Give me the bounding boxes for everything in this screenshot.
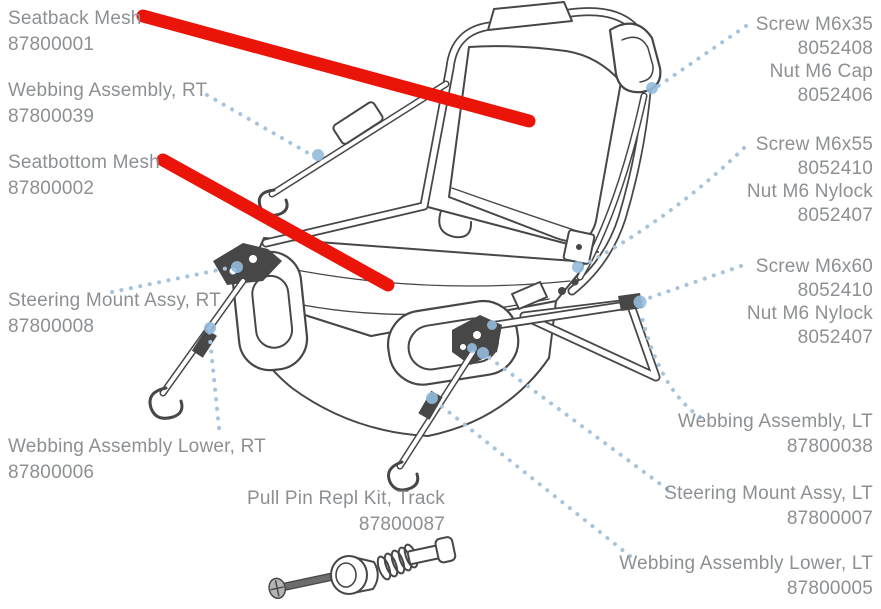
part-number: 87800002 xyxy=(8,178,95,199)
headrest-roll xyxy=(608,22,662,94)
part-number: 87800005 xyxy=(786,578,873,599)
leader-screw-m6x60 xyxy=(644,264,743,301)
red-annotations xyxy=(136,9,536,292)
part-number: 8052407 xyxy=(797,204,873,226)
part-number: 87800008 xyxy=(8,316,95,337)
part-number: 8052407 xyxy=(797,326,873,348)
mount-bolt xyxy=(460,344,466,350)
part-label: Nut M6 Nylock xyxy=(746,303,873,324)
part-label: Pull Pin Repl Kit, Track xyxy=(246,488,445,509)
leader-lines xyxy=(110,24,748,558)
part-label: Seatback Mesh xyxy=(8,8,142,29)
part-number: 8052410 xyxy=(797,157,873,179)
part-label: Nut M6 Cap xyxy=(769,61,873,82)
target-dot xyxy=(633,295,647,309)
leader-webbing-lower-lt xyxy=(433,399,632,558)
callout-screw-m6x55: Screw M6x55 8052410 Nut M6 Nylock 805240… xyxy=(747,133,873,227)
steering-mount-rt xyxy=(213,243,282,285)
target-dot xyxy=(231,261,243,273)
part-label: Webbing Assembly Lower, RT xyxy=(8,436,266,457)
webbing-rt-strap-inner xyxy=(270,82,448,196)
red-annotation-line-seatbottom xyxy=(156,153,395,292)
mount-bolt xyxy=(249,255,257,263)
callout-webbing-lt: Webbing Assembly, LT 87800038 xyxy=(678,409,873,459)
headrest-detail xyxy=(621,36,654,83)
part-label: Webbing Assembly, RT xyxy=(8,80,208,101)
leader-screw-m6x35 xyxy=(652,24,748,91)
target-dot xyxy=(204,322,216,334)
part-number: 87800001 xyxy=(8,34,95,55)
part-label: Steering Mount Assy, LT xyxy=(664,483,873,504)
buckle-pin xyxy=(576,244,582,250)
part-number: 87800039 xyxy=(8,106,95,127)
kit-bushing xyxy=(330,555,379,595)
leader-steering-rt xyxy=(110,265,235,294)
callout-steering-rt: Steering Mount Assy, RT 87800008 xyxy=(8,288,221,340)
kit-screw xyxy=(268,571,341,599)
part-label: Seatbottom Mesh xyxy=(8,152,160,173)
part-label: Nut M6 Nylock xyxy=(746,181,873,202)
seatback-mesh-drawing xyxy=(448,45,622,243)
part-number: 8052408 xyxy=(797,37,873,59)
part-label: Screw M6x60 xyxy=(755,256,873,277)
callout-pull-pin-kit: Pull Pin Repl Kit, Track 87800087 xyxy=(247,486,445,538)
target-dot xyxy=(426,392,438,404)
callout-webbing-rt: Webbing Assembly, RT 87800039 xyxy=(8,78,207,130)
callout-webbing-lower-lt: Webbing Assembly Lower, LT 87800005 xyxy=(619,551,873,601)
leader-webbing-rt xyxy=(205,93,317,159)
leader-steering-lt xyxy=(485,354,669,491)
target-dot xyxy=(312,149,324,161)
junction-bolt xyxy=(558,287,566,295)
part-number: 8052406 xyxy=(797,84,873,106)
strap-ratchet xyxy=(191,328,217,358)
kit-pin xyxy=(406,536,457,566)
target-dot xyxy=(477,347,489,359)
target-dots xyxy=(204,82,658,404)
target-dot xyxy=(487,320,497,330)
target-dot xyxy=(572,261,584,273)
part-number: 87800087 xyxy=(358,514,445,535)
webbing-lower-rt-hook xyxy=(148,386,184,420)
pull-pin-hardware xyxy=(268,536,457,599)
part-label: Webbing Assembly, LT xyxy=(677,411,873,432)
callout-screw-m6x35: Screw M6x35 8052408 Nut M6 Cap 8052406 xyxy=(756,13,873,107)
leader-webbing-lower-rt xyxy=(207,327,221,430)
part-label: Webbing Assembly Lower, LT xyxy=(619,553,873,574)
callout-seatbottom-mesh: Seatbottom Mesh 87800002 xyxy=(8,150,160,202)
callout-webbing-lower-rt: Webbing Assembly Lower, RT 87800006 xyxy=(8,434,266,486)
webbing-lower-lt-hook xyxy=(387,460,420,492)
top-strap-wrap xyxy=(487,1,573,31)
part-number: 87800006 xyxy=(8,462,95,483)
part-number: 87800038 xyxy=(786,436,873,457)
pivot-bracket xyxy=(438,210,473,239)
mount-flag xyxy=(511,281,548,310)
part-label: Screw M6x55 xyxy=(755,134,873,155)
part-number: 87800007 xyxy=(786,508,873,529)
callout-steering-lt: Steering Mount Assy, LT 87800007 xyxy=(664,481,873,531)
leader-webbing-lt xyxy=(639,312,702,419)
kayak-seat-drawing xyxy=(148,1,662,492)
part-number: 8052410 xyxy=(797,279,873,301)
junction-bolt xyxy=(571,278,579,286)
webbing-rt-buckle xyxy=(332,101,384,145)
target-dot xyxy=(467,343,477,353)
callout-screw-m6x60: Screw M6x60 8052410 Nut M6 Nylock 805240… xyxy=(747,255,873,349)
red-annotation-line-seatback xyxy=(136,9,536,128)
callout-seatback-mesh: Seatback Mesh 87800001 xyxy=(8,6,142,58)
mount-bolt xyxy=(473,331,481,339)
target-dot xyxy=(646,82,658,94)
part-label: Screw M6x35 xyxy=(755,14,873,35)
part-label: Steering Mount Assy, RT xyxy=(8,290,221,311)
webbing-lower-lt-inner xyxy=(398,350,475,468)
